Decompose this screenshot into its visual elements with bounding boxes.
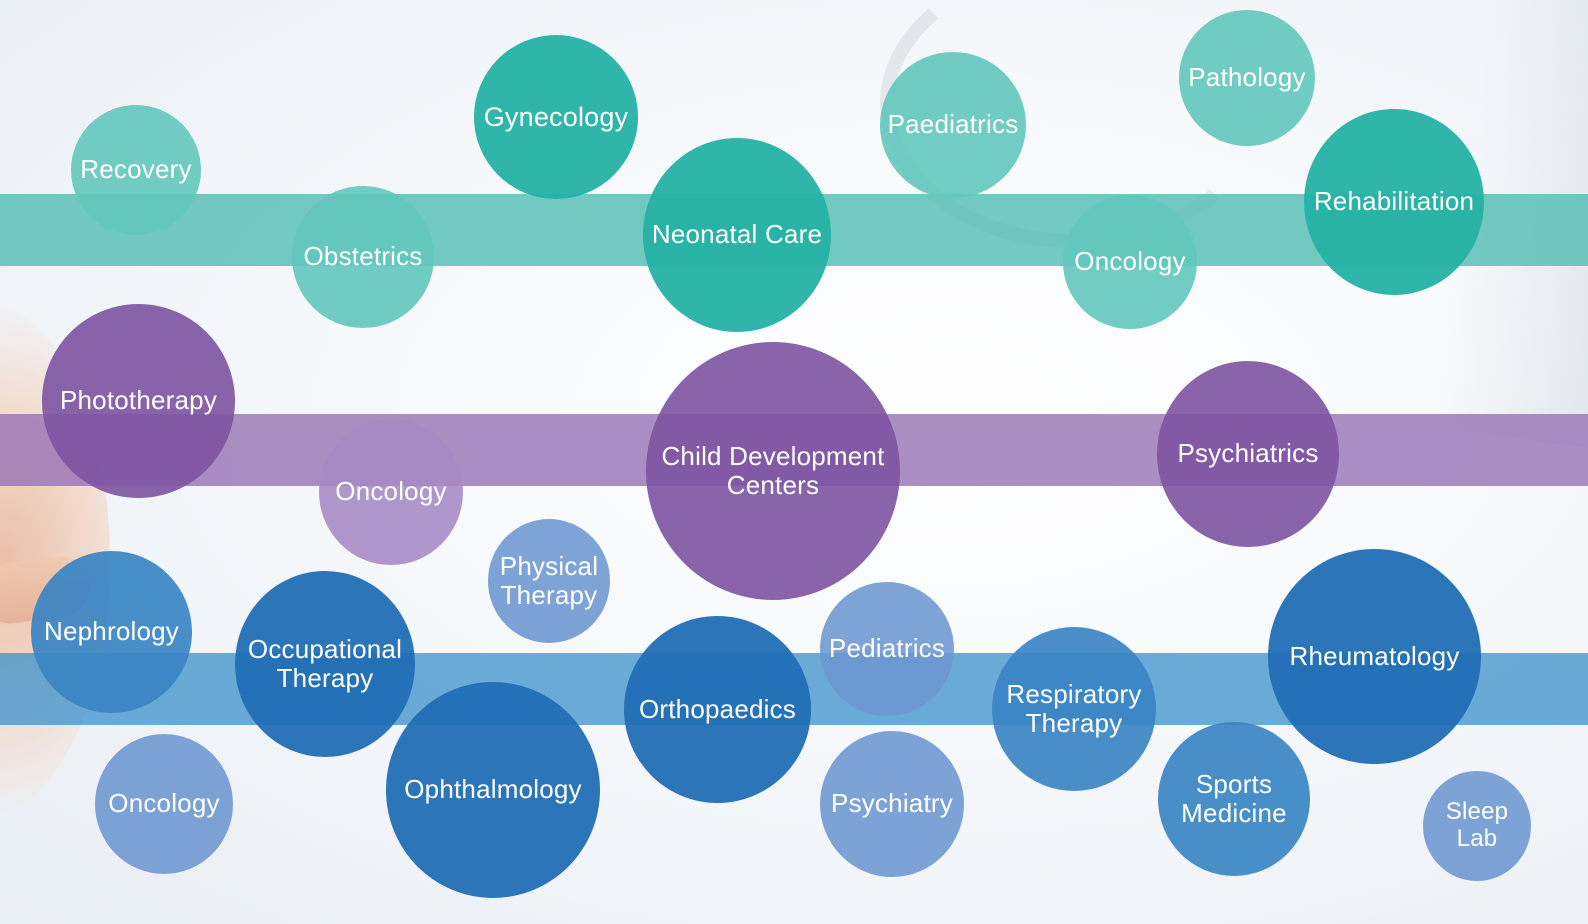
bubble-nephrology: Nephrology — [31, 551, 192, 713]
bubble-label: Sports Medicine — [1181, 768, 1287, 828]
bubble-oncology-blue: Oncology — [95, 734, 233, 874]
bubble-label: Pathology — [1188, 62, 1306, 93]
bubble-neonatal-care: Neonatal Care — [643, 138, 831, 332]
bubble-label: Obstetrics — [303, 241, 423, 272]
bubble-rheumatology: Rheumatology — [1268, 549, 1481, 764]
bubble-label: Paediatrics — [887, 109, 1019, 140]
bubble-label: Gynecology — [483, 101, 629, 132]
bubble-pathology: Pathology — [1179, 10, 1315, 146]
bubble-label: Sleep Lab — [1445, 798, 1509, 852]
bubble-label: Child Development Centers — [661, 440, 885, 500]
bubble-respiratory-therapy: Respiratory Therapy — [992, 627, 1156, 791]
bubble-physical-therapy: Physical Therapy — [488, 519, 610, 643]
bubble-label: Recovery — [80, 154, 192, 185]
bubble-label: Physical Therapy — [499, 550, 599, 610]
bubble-psychiatry: Psychiatry — [820, 731, 964, 877]
bubble-label: Neonatal Care — [651, 219, 823, 250]
bubble-recovery: Recovery — [71, 105, 201, 235]
bubble-sports-medicine: Sports Medicine — [1158, 722, 1310, 876]
bubble-label: Occupational Therapy — [247, 633, 403, 693]
bubble-phototherapy: Phototherapy — [42, 304, 235, 498]
bubble-label: Rehabilitation — [1313, 186, 1475, 217]
bubble-label: Phototherapy — [59, 385, 218, 416]
bubble-label: Respiratory Therapy — [1006, 678, 1142, 738]
bubble-label: Psychiatrics — [1177, 438, 1319, 469]
bubble-rehabilitation: Rehabilitation — [1304, 109, 1484, 295]
bubble-oncology-purple: Oncology — [319, 419, 463, 565]
bubble-obstetrics: Obstetrics — [292, 186, 434, 328]
bubble-ophthalmology: Ophthalmology — [386, 682, 600, 898]
bubble-child-development-centers: Child Development Centers — [646, 342, 900, 600]
bubble-label: Nephrology — [44, 616, 179, 647]
bubble-paediatrics: Paediatrics — [880, 52, 1026, 198]
bubble-pediatrics: Pediatrics — [820, 582, 954, 716]
bubble-label: Psychiatry — [831, 788, 953, 819]
bubble-label: Pediatrics — [828, 633, 946, 664]
bubble-sleep-lab: Sleep Lab — [1423, 771, 1531, 881]
bubble-label: Rheumatology — [1289, 640, 1460, 671]
bubble-psychiatrics: Psychiatrics — [1157, 361, 1339, 547]
bubble-gynecology: Gynecology — [474, 35, 638, 199]
bubble-label: Orthopaedics — [638, 693, 797, 724]
bubble-label: Oncology — [1074, 246, 1186, 277]
bubble-label: Oncology — [335, 476, 447, 507]
bubble-label: Oncology — [108, 788, 220, 819]
bubble-occupational-therapy: Occupational Therapy — [235, 571, 415, 757]
bubble-oncology-teal: Oncology — [1063, 195, 1197, 329]
bubble-label: Ophthalmology — [404, 774, 582, 805]
bubble-orthopaedics: Orthopaedics — [624, 616, 811, 803]
